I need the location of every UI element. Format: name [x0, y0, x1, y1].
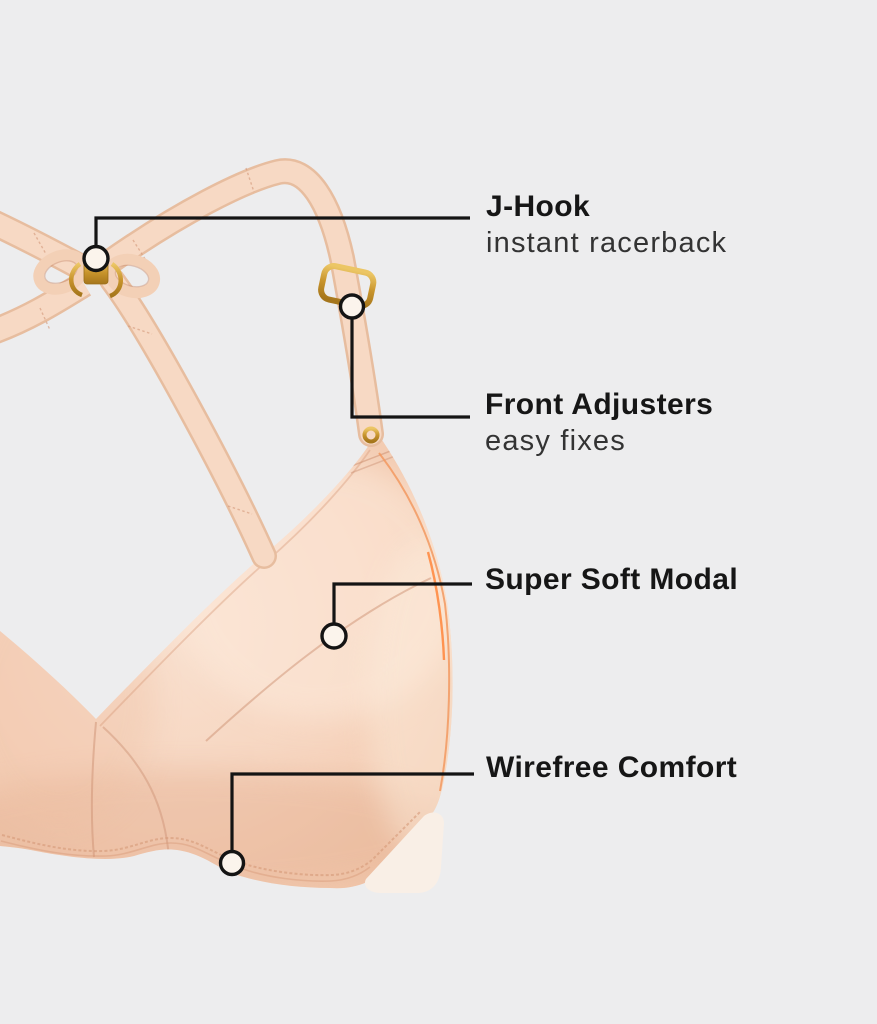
callout-label-front-adjusters: Front Adjusters easy fixes: [485, 388, 713, 458]
callout-title-wirefree-comfort: Wirefree Comfort: [486, 751, 738, 784]
band-back-cream: [364, 812, 444, 893]
callout-subtitle-j-hook: instant racerback: [486, 227, 728, 259]
callout-line-super-soft-modal: [332, 582, 472, 624]
o-ring-right: [103, 253, 161, 299]
callout-label-super-soft-modal: Super Soft Modal: [485, 563, 738, 597]
callout-line-j-hook: [94, 216, 470, 246]
callout-title-j-hook: J-Hook: [486, 190, 591, 223]
callout-marker-super-soft-modal: [320, 622, 348, 650]
strap-diagonal: [99, 267, 277, 569]
callout-marker-wirefree-comfort: [218, 849, 246, 877]
callout-marker-j-hook: [82, 244, 110, 273]
callout-marker-front-adjusters: [338, 293, 366, 320]
callout-line-front-adjusters: [350, 317, 470, 419]
callout-label-j-hook: J-Hook instant racerback: [486, 190, 727, 260]
callout-subtitle-front-adjusters: easy fixes: [485, 425, 626, 457]
callout-title-super-soft-modal: Super Soft Modal: [485, 563, 739, 596]
side-seam-orange: [378, 452, 451, 792]
callout-label-wirefree-comfort: Wirefree Comfort: [486, 751, 737, 785]
callout-line-wirefree-comfort: [230, 772, 474, 852]
callout-title-front-adjusters: Front Adjusters: [485, 388, 714, 421]
strap-racerback: [91, 158, 384, 447]
strap-attachment-ring: [362, 426, 380, 444]
